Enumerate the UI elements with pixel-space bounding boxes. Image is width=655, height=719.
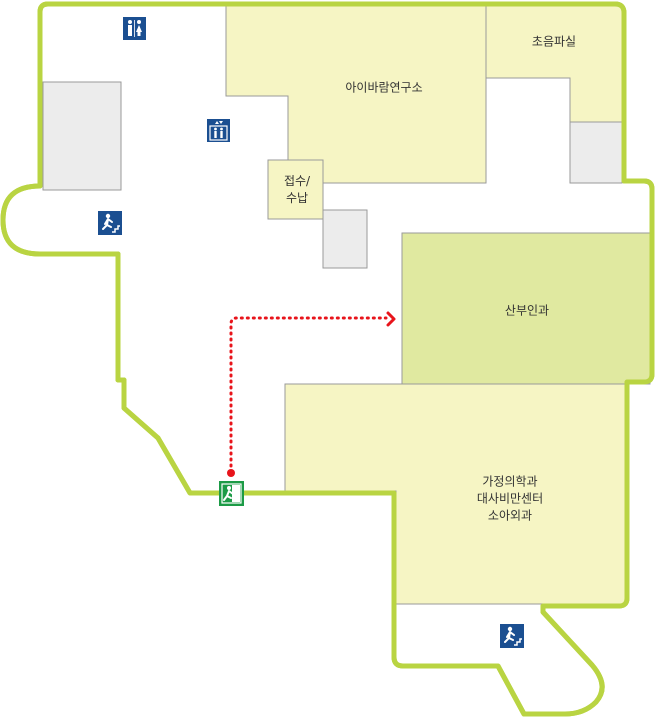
restroom-icon xyxy=(123,17,146,40)
stairs-icon xyxy=(98,211,122,235)
room-label-reception-line2: 수납 xyxy=(285,191,309,205)
room-label-ultrasound: 초음파실 xyxy=(531,34,577,49)
elevator-icon xyxy=(207,119,230,142)
route-arrow-icon xyxy=(386,311,396,327)
room-label-clinic-line1: 가정의학과 xyxy=(482,474,538,489)
route-start-dot xyxy=(227,469,235,477)
emergency-exit-icon xyxy=(219,481,244,506)
service-block-left xyxy=(42,81,122,191)
room-label-reception: 접수/ 수납 xyxy=(284,173,310,207)
room-obgyn[interactable] xyxy=(401,232,651,385)
room-label-family-clinic: 가정의학과 대사비만센터 소아외과 xyxy=(477,474,543,525)
room-label-clinic-line2: 대사비만센터 xyxy=(476,491,544,506)
stairs-icon xyxy=(500,624,524,648)
service-block-ultrasound xyxy=(569,121,623,184)
room-label-clinic-line3: 소아외과 xyxy=(487,508,533,523)
service-block-reception xyxy=(322,209,368,269)
evacuation-route xyxy=(229,316,388,474)
room-label-obgyn: 산부인과 xyxy=(504,303,550,318)
room-label-aibaram: 아이바람연구소 xyxy=(345,80,423,95)
room-reception[interactable] xyxy=(267,159,324,220)
room-label-reception-line1: 접수/ xyxy=(283,174,311,188)
